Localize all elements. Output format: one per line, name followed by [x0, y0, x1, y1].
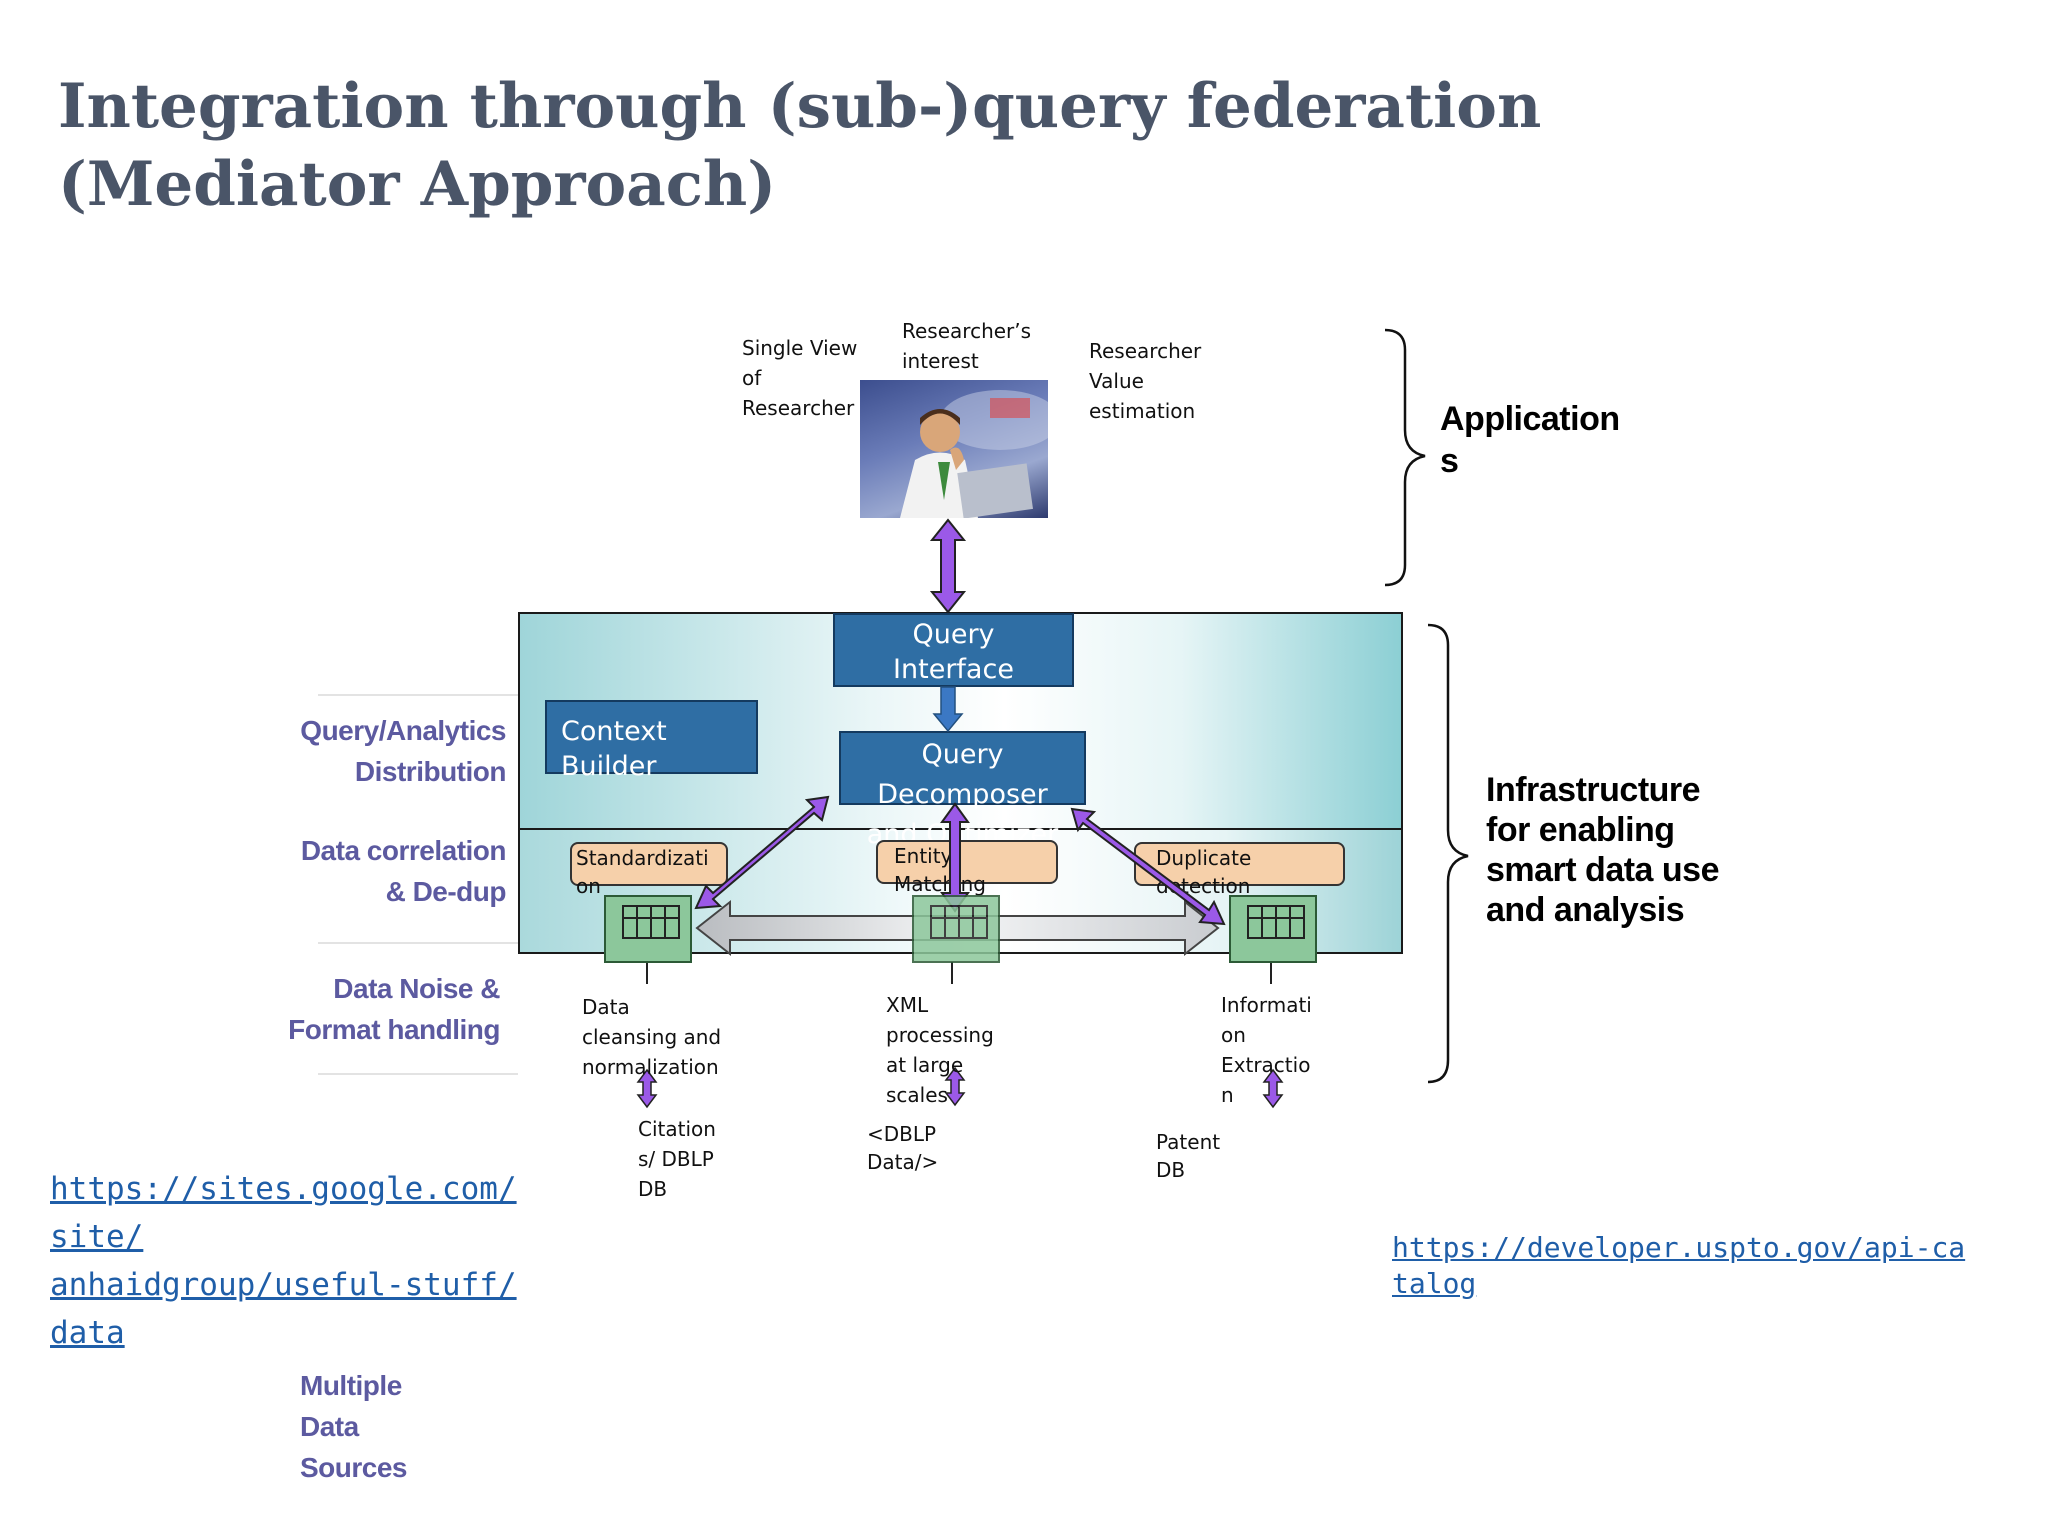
dblp-data-label: <DBLP Data/> [867, 1122, 939, 1174]
multiple-sources-label: Multiple Data Sources [300, 1370, 408, 1483]
citations-dblp-label: Citation s/ DBLP DB [638, 1117, 716, 1201]
table-grid-icon [930, 905, 988, 939]
query-analytics-label: Query/Analytics Distribution [300, 715, 506, 787]
query-interface-box: Query Interface [833, 613, 1074, 687]
value-estimation-label: Researcher Value estimation [1089, 339, 1202, 423]
layer-separator [318, 1073, 518, 1075]
standardization-box: Standardizati on [570, 842, 728, 898]
duplicate-detection-box: Duplicate detection [1134, 842, 1345, 898]
query-interface-label: Query Interface [893, 619, 1014, 685]
applications-label: Application s [1440, 400, 1620, 480]
xml-db-icon [912, 895, 1000, 963]
data-noise-label: Data Noise & Format handling [288, 973, 500, 1045]
context-builder-box: Context Builder [545, 700, 758, 782]
context-builder-label: Context Builder [561, 716, 667, 782]
single-view-label: Single View of Researcher [742, 336, 858, 420]
uspto-api-link[interactable]: https://developer.uspto.gov/api-ca talog [1392, 1231, 1966, 1300]
entity-matching-box: Entity Matching [876, 840, 1058, 896]
data-correlation-label: Data correlation & De-dup [300, 835, 507, 907]
data-cleansing-label: Data cleansing and normalization [582, 995, 722, 1079]
page-title: Integration through (sub-)query federati… [58, 71, 1542, 220]
layer-separator [318, 694, 518, 696]
layer-separator [318, 942, 518, 944]
infrastructure-label: Infrastructure for enabling smart data u… [1486, 771, 1720, 929]
citations-db-icon [604, 895, 692, 963]
patent-db-icon [1229, 895, 1317, 963]
information-extraction-label: Informati on Extractio n [1221, 993, 1312, 1107]
patent-db-label: Patent DB [1156, 1130, 1221, 1182]
table-grid-icon [1247, 905, 1305, 939]
researcher-photo [860, 380, 1048, 518]
anhai-dataset-link[interactable]: https://sites.google.com/ site/ anhaidgr… [50, 1171, 517, 1351]
table-grid-icon [622, 905, 680, 939]
xml-processing-label: XML processing at large scales [886, 993, 994, 1107]
